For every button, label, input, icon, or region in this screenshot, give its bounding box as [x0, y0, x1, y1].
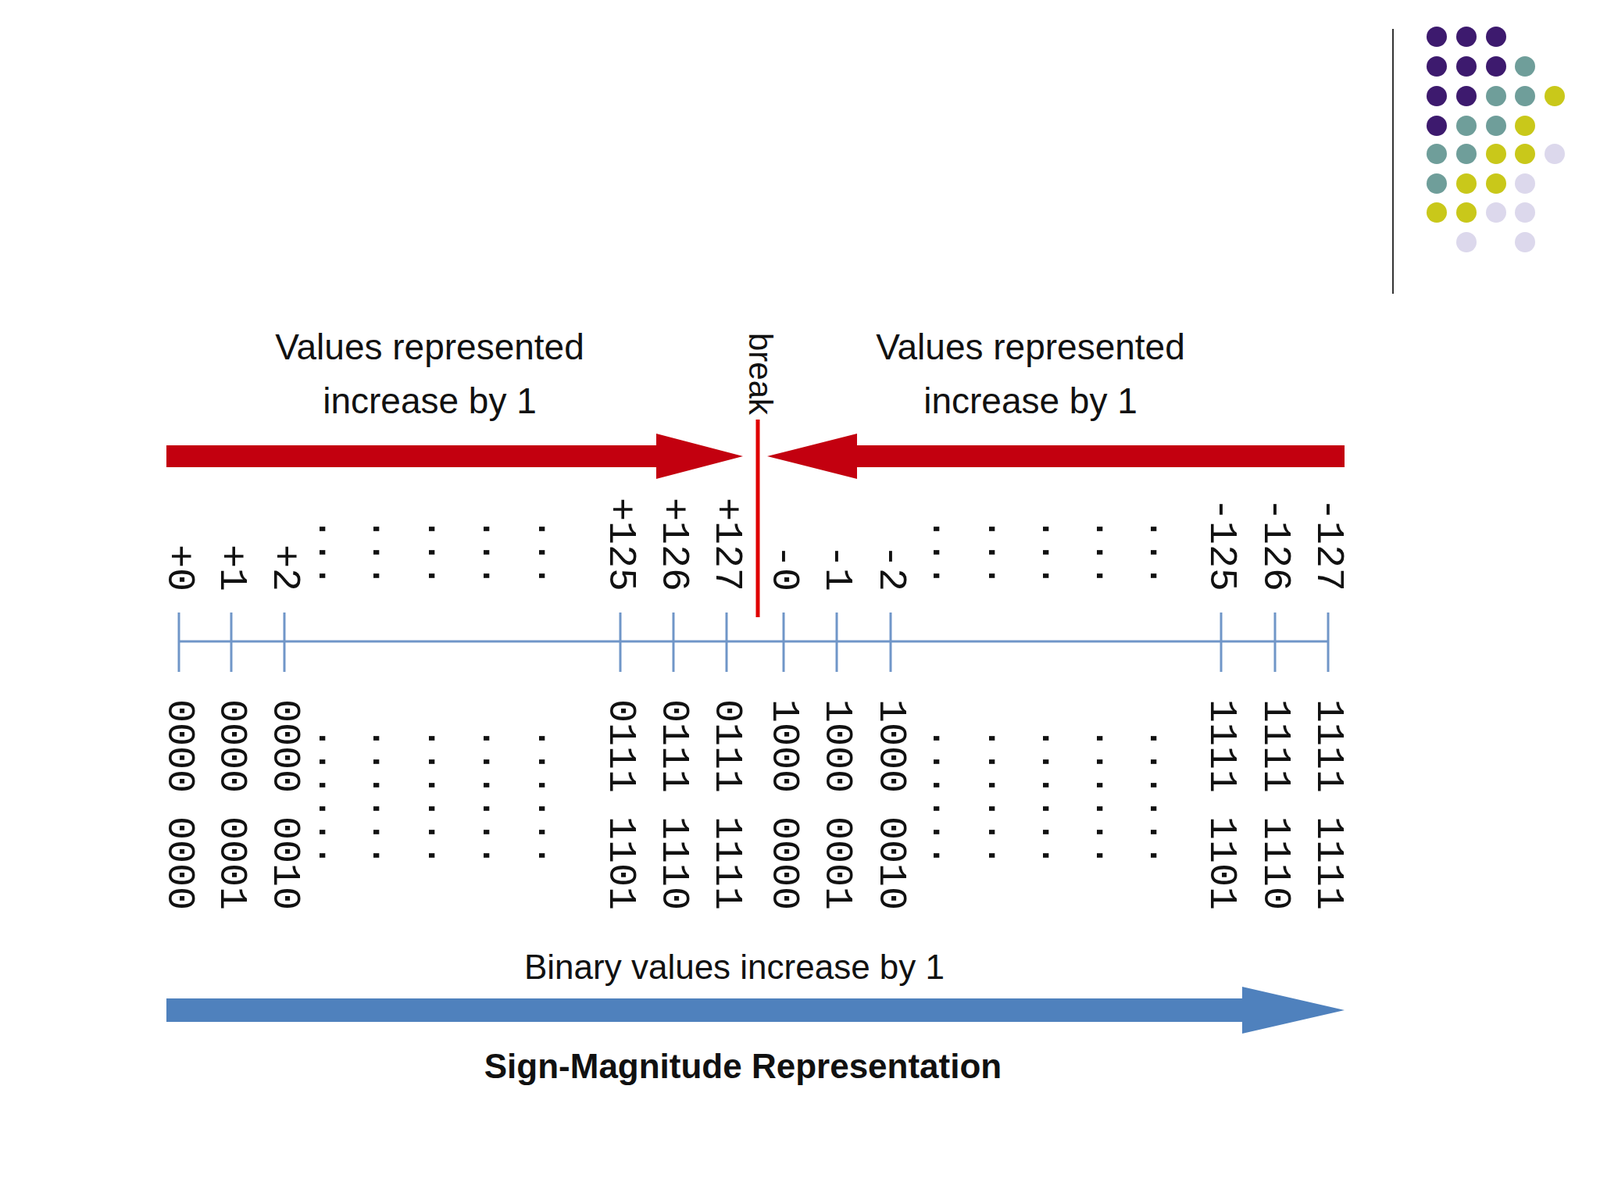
arrow-caption: Values represented increase by 1: [835, 320, 1226, 429]
ellipsis: ...: [474, 517, 514, 588]
ellipsis: ......: [529, 726, 569, 868]
binary-code: 0111 1111: [707, 699, 747, 911]
value-label: +126: [653, 497, 693, 592]
ellipsis: ...: [924, 517, 964, 588]
break-line: [756, 419, 761, 618]
arrow-caption: Binary values increase by 1: [343, 941, 1125, 993]
blue-arrow: [166, 986, 1345, 1034]
value-label: -2: [871, 544, 911, 592]
value-label: +2: [264, 544, 304, 592]
ellipsis: ...: [1087, 517, 1127, 588]
ellipsis: ......: [924, 726, 964, 868]
ellipsis: ...: [364, 517, 404, 588]
binary-code: 0111 1110: [653, 699, 693, 911]
red-arrow: [166, 433, 743, 479]
ellipsis: ...: [419, 517, 459, 588]
binary-code: 0000 0001: [211, 699, 251, 911]
value-label: -0: [764, 544, 804, 592]
break-label: break: [743, 332, 777, 415]
binary-code: 1000 0000: [764, 699, 804, 911]
arrow-caption: Values represented increase by 1: [234, 320, 625, 429]
ellipsis: ......: [364, 726, 404, 868]
ellipsis: ...: [979, 517, 1019, 588]
ellipsis: ......: [310, 726, 350, 868]
value-label: -127: [1308, 497, 1348, 592]
ellipsis: ...: [1033, 517, 1073, 588]
divider-line: [1392, 28, 1394, 294]
number-line: [178, 612, 1329, 672]
binary-code: 0000 0000: [159, 699, 199, 911]
binary-code: 1111 1101: [1201, 699, 1241, 911]
value-label: +0: [159, 544, 199, 592]
ellipsis: ......: [1087, 726, 1127, 868]
ellipsis: ...: [529, 517, 569, 588]
ellipsis: ...: [310, 517, 350, 588]
binary-code: 1000 0001: [817, 699, 857, 911]
value-label: +125: [600, 497, 640, 592]
red-arrow: [767, 433, 1345, 479]
ellipsis: ......: [474, 726, 514, 868]
binary-code: 1111 1111: [1308, 699, 1348, 911]
ellipsis: ......: [979, 726, 1019, 868]
decor-dots: [1426, 26, 1565, 253]
ellipsis: ...: [1141, 517, 1181, 588]
value-label: -125: [1201, 497, 1241, 592]
ellipsis: ......: [1033, 726, 1073, 868]
value-label: +127: [707, 497, 747, 592]
caption: Sign-Magnitude Representation: [352, 1046, 1134, 1086]
ellipsis: ......: [1141, 726, 1181, 868]
binary-code: 0000 0010: [264, 699, 304, 911]
value-label: -1: [817, 544, 857, 592]
binary-code: 1000 0010: [871, 699, 911, 911]
value-label: +1: [211, 544, 251, 592]
binary-code: 1111 1110: [1255, 699, 1295, 911]
value-label: -126: [1255, 497, 1295, 592]
binary-code: 0111 1101: [600, 699, 640, 911]
ellipsis: ......: [419, 726, 459, 868]
